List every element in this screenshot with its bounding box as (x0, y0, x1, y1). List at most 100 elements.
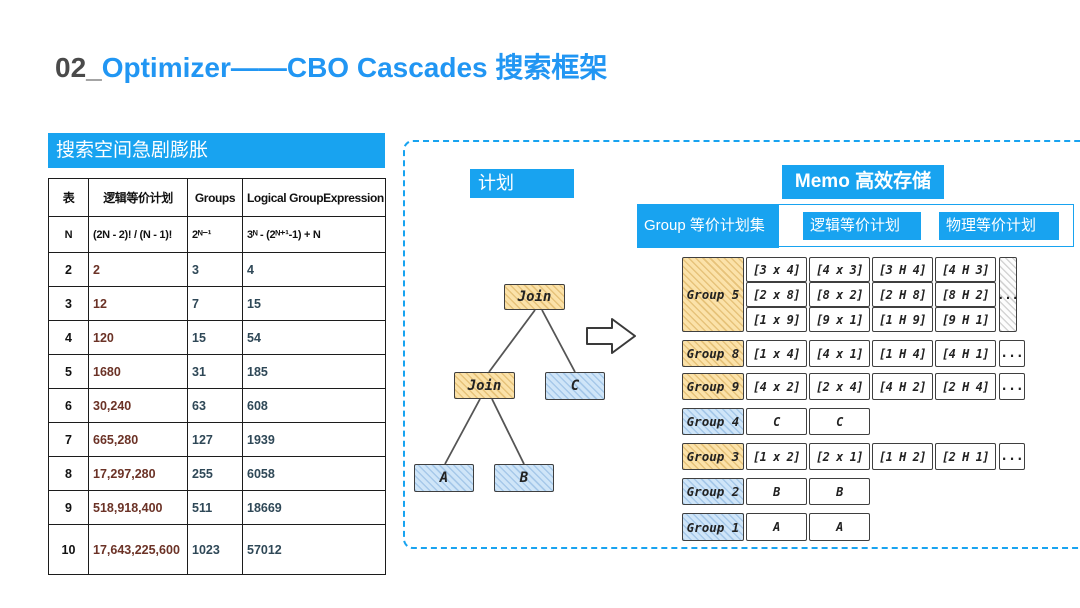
group-label: Group 3 (682, 443, 744, 470)
memo-cell-physical: [2 H 8] (872, 282, 933, 307)
table-cell: 1023 (187, 524, 243, 575)
memo-cell-physical: B (809, 478, 870, 505)
table-cell: 17,297,280 (88, 456, 188, 491)
memo-cell-physical: [1 H 9] (872, 307, 933, 332)
table-cell: 120 (88, 320, 188, 355)
memo-cell-physical: [2 H 4] (935, 373, 996, 400)
table-header-cell: Groups (187, 178, 243, 217)
table-cell: 31 (187, 354, 243, 389)
memo-group-row: Group 9[4 x 2][2 x 4][4 H 2][2 H 4]... (682, 373, 1025, 400)
cascades-panel: 计划 Memo 高效存储 Group 等价计划集合 逻辑等价计划 物理等价计划 … (403, 140, 1080, 549)
legend-logical: 逻辑等价计划 (803, 212, 921, 240)
memo-cell-logical: [1 x 2] (746, 443, 807, 470)
memo-cell-logical: A (746, 513, 807, 541)
table-cell: 63 (187, 388, 243, 423)
table-cell: 6058 (242, 456, 386, 491)
table-header-cell: Logical GroupExpression (242, 178, 386, 217)
right-arrow-icon (586, 318, 636, 354)
table-cell: 54 (242, 320, 386, 355)
table-cell: 1939 (242, 422, 386, 457)
page-title: 02_Optimizer——CBO Cascades 搜索框架 (55, 46, 607, 86)
ellipsis-cell: ... (999, 340, 1025, 367)
group-label: Group 2 (682, 478, 744, 505)
table-cell: 4 (242, 252, 386, 287)
memo-cell-logical: [2 x 1] (809, 443, 870, 470)
tree-node-c: C (545, 372, 605, 400)
tree-edges (444, 309, 636, 465)
tree-node-b: B (494, 464, 554, 492)
memo-cell-logical: [1 x 9] (746, 307, 807, 332)
table-cell: 3ᴺ - (2ᴺ⁺¹-1) + N (242, 216, 386, 253)
table-cell: 2 (48, 252, 89, 287)
table-cell: 127 (187, 422, 243, 457)
memo-cell-logical: [9 x 1] (809, 307, 870, 332)
memo-cell-logical: B (746, 478, 807, 505)
table-cell: 15 (242, 286, 386, 321)
table-cell: 7 (48, 422, 89, 457)
table-cell: 9 (48, 490, 89, 525)
table-cell: 511 (187, 490, 243, 525)
memo-cell-physical: [1 H 4] (872, 340, 933, 367)
group-label: Group 4 (682, 408, 744, 435)
memo-group-row: Group 5[3 x 4][4 x 3][3 H 4][4 H 3][2 x … (682, 257, 1019, 332)
memo-cell-logical: [4 x 3] (809, 257, 870, 282)
ellipsis-cell: ... (997, 257, 1019, 332)
ellipsis-cell: ... (999, 373, 1025, 400)
tree-node-join-root: Join (504, 284, 565, 310)
group-label: Group 5 (682, 257, 744, 332)
table-cell: 7 (187, 286, 243, 321)
plan-label: 计划 (470, 169, 574, 198)
memo-cell-logical: [8 x 2] (809, 282, 870, 307)
memo-label: Memo 高效存储 (782, 165, 944, 199)
memo-group-row: Group 8[1 x 4][4 x 1][1 H 4][4 H 1]... (682, 340, 1025, 367)
ellipsis-cell: ... (999, 443, 1025, 470)
table-cell: 518,918,400 (88, 490, 188, 525)
title-number: 02_ (55, 52, 102, 83)
table-cell: 3 (187, 252, 243, 287)
table-cell: N (48, 216, 89, 253)
memo-cell-physical: C (809, 408, 870, 435)
table-cell: 18669 (242, 490, 386, 525)
table-cell: 3 (48, 286, 89, 321)
memo-cell-physical: [1 H 2] (872, 443, 933, 470)
table-cell: 17,643,225,600 (88, 524, 188, 575)
search-space-banner: 搜索空间急剧膨胀 (48, 133, 385, 168)
memo-cell-logical: [1 x 4] (746, 340, 807, 367)
group-label: Group 9 (682, 373, 744, 400)
table-cell: 30,240 (88, 388, 188, 423)
table-cell: 2ᴺ⁻¹ (187, 216, 243, 253)
table-cell: 665,280 (88, 422, 188, 457)
memo-cell-logical: [4 x 2] (746, 373, 807, 400)
table-cell: 5 (48, 354, 89, 389)
memo-cell-physical: [4 H 3] (935, 257, 996, 282)
table-header-cell: 逻辑等价计划 (88, 178, 188, 217)
table-cell: 2 (88, 252, 188, 287)
memo-cell-physical: [4 H 1] (935, 340, 996, 367)
memo-cell-logical: [4 x 1] (809, 340, 870, 367)
table-cell: 1680 (88, 354, 188, 389)
memo-cell-physical: A (809, 513, 870, 541)
memo-cell-logical: [3 x 4] (746, 257, 807, 282)
table-cell: (2N - 2)! / (N - 1)! (88, 216, 188, 253)
table-cell: 12 (88, 286, 188, 321)
memo-group-row: Group 3[1 x 2][2 x 1][1 H 2][2 H 1]... (682, 443, 1025, 470)
tree-node-a: A (414, 464, 474, 492)
memo-cell-logical: C (746, 408, 807, 435)
memo-cell-physical: [4 H 2] (872, 373, 933, 400)
memo-legend: Group 等价计划集合 逻辑等价计划 物理等价计划 (637, 204, 1074, 278)
table-cell: 185 (242, 354, 386, 389)
